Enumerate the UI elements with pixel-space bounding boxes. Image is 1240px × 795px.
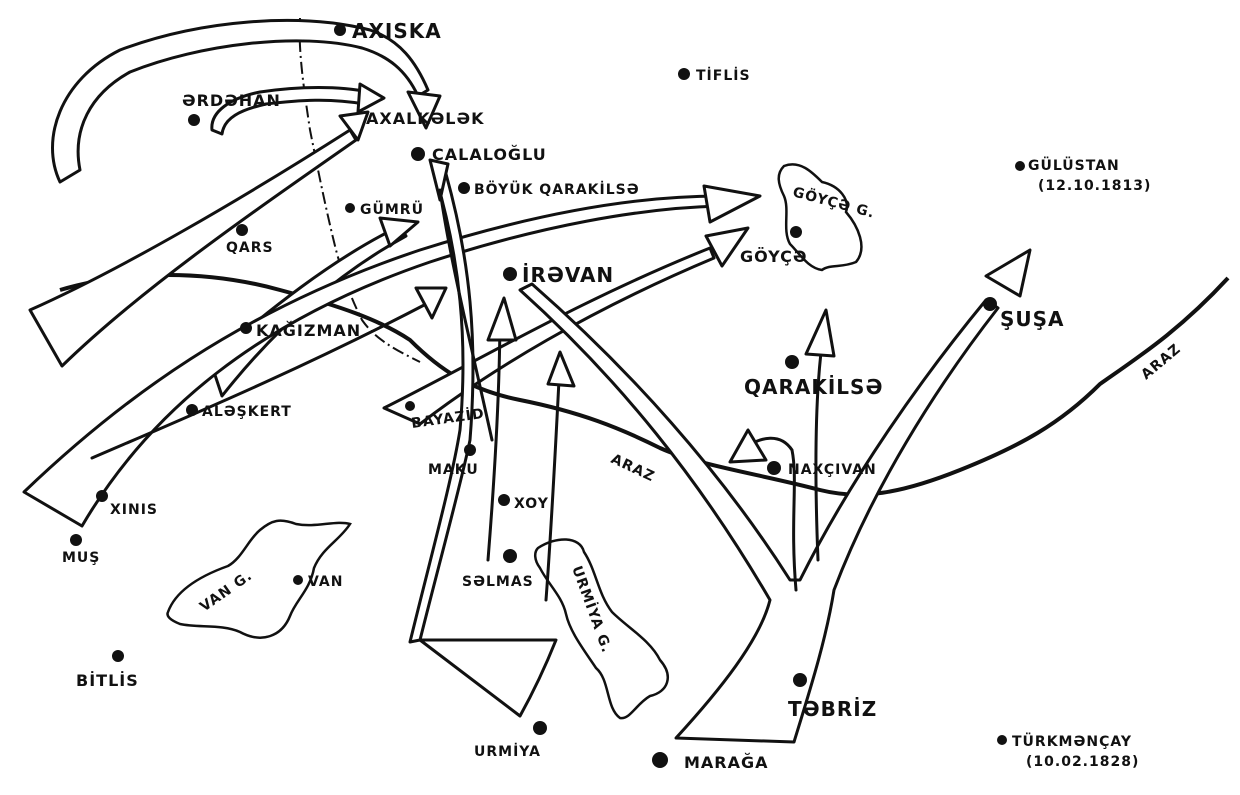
arrow-head: [704, 226, 750, 268]
city-marker-maraga: [652, 752, 668, 768]
label-mus: MUŞ: [62, 550, 100, 566]
arrow-head: [546, 350, 576, 388]
label-axalkelek: AXALKƏLƏK: [366, 109, 484, 128]
city-marker-gumru: [345, 203, 355, 213]
arrow-head: [984, 248, 1032, 298]
city-marker-gulustan: [1015, 161, 1025, 171]
label-naxcivan: NAXÇIVAN: [788, 462, 877, 478]
label-salmas: SƏLMAS: [462, 574, 534, 590]
city-marker-calaloglu: [411, 147, 425, 161]
label-goyce: GÖYÇƏ: [740, 247, 808, 266]
label-qars: QARS: [226, 240, 274, 256]
city-marker-boyuk-qarakilse: [458, 182, 470, 194]
arrow-qarakilse-up: [814, 328, 826, 562]
label-urmiya: URMİYA: [474, 743, 541, 760]
city-marker-mus: [70, 534, 82, 546]
city-marker-goyce: [790, 226, 802, 238]
label-kagizman: KAĞIZMAN: [256, 321, 361, 340]
arrow-qars-axalkelek: [28, 128, 358, 368]
label-qarakilse: QARAKİLSƏ: [744, 375, 883, 399]
arrow-head: [406, 90, 442, 130]
goyce-lake: [777, 163, 863, 272]
label-xoy: XOY: [514, 496, 549, 512]
city-marker-maku: [464, 444, 476, 456]
city-marker-naxcivan: [767, 461, 781, 475]
arrow-head: [702, 184, 762, 224]
city-marker-susa: [983, 297, 997, 311]
arrow-kagizman-gumru: [208, 224, 408, 398]
arrow-head: [804, 308, 836, 358]
label-van: VAN: [308, 574, 343, 590]
label-tiflis: TİFLİS: [696, 67, 751, 84]
city-marker-xinis: [96, 490, 108, 502]
city-marker-axiska: [334, 24, 346, 36]
city-marker-qars: [236, 224, 248, 236]
label-river-araz: ARAZ: [608, 451, 657, 485]
arrow-erdehan-axalkelek: [51, 18, 430, 184]
arrow-tebriz-iravan: [518, 282, 1000, 744]
arrow-head: [356, 82, 386, 114]
arrow-head: [428, 158, 450, 202]
label-aleskert: ALƏŞKERT: [202, 404, 292, 420]
city-marker-tebriz: [793, 673, 807, 687]
city-marker-kagizman: [240, 322, 252, 334]
arrow-head: [378, 216, 420, 248]
label-maraga: MARAĞA: [684, 753, 769, 772]
label-turkmencay-date: (10.02.1828): [1026, 754, 1139, 770]
label-calaloglu: CALALOĞLU: [432, 145, 547, 164]
urmiya-lake: [534, 538, 669, 720]
label-maku: MAKU: [428, 462, 479, 478]
van-lake: [166, 519, 352, 639]
arrow-salmas-maku: [544, 358, 562, 602]
city-marker-iravan: [503, 267, 517, 281]
city-marker-bayazid: [405, 401, 415, 411]
label-iravan: İRƏVAN: [522, 263, 614, 287]
city-marker-bitlis: [112, 650, 124, 662]
label-bitlis: BİTLİS: [76, 671, 139, 690]
arrow-head: [486, 296, 518, 342]
city-marker-turkmencay: [997, 735, 1007, 745]
arrow-aleskert: [90, 300, 432, 460]
label-gulustan: GÜLÜSTAN: [1028, 156, 1120, 174]
city-marker-urmiya: [533, 721, 547, 735]
label-axiska: AXISKA: [352, 19, 442, 43]
city-marker-qarakilse: [785, 355, 799, 369]
label-susa: ŞUŞA: [1000, 307, 1065, 331]
city-marker-aleskert: [186, 404, 198, 416]
arrow-naxcivan-loop: [746, 436, 798, 592]
city-markers: [70, 24, 1025, 768]
arrow-head: [338, 110, 370, 142]
city-marker-van: [293, 575, 303, 585]
arrow-head: [414, 286, 448, 320]
arrow-maku-calaloglu: [438, 188, 494, 442]
label-xinis: XINIS: [110, 502, 158, 518]
label-gulustan-date: (12.10.1813): [1038, 178, 1151, 194]
label-river-araz-east: ARAZ: [1138, 341, 1184, 383]
arrow-head: [728, 428, 768, 464]
label-boyuk-qarakilse: BÖYÜK QARAKİLSƏ: [474, 180, 640, 198]
label-tebriz: TƏBRİZ: [788, 697, 877, 721]
city-marker-erdehan: [188, 114, 200, 126]
label-erdehan: ƏRDƏHAN: [182, 91, 281, 110]
label-gumru: GÜMRÜ: [360, 200, 424, 218]
city-marker-salmas: [503, 549, 517, 563]
city-marker-tiflis: [678, 68, 690, 80]
city-marker-xoy: [498, 494, 510, 506]
label-turkmencay: TÜRKMƏNÇAY: [1012, 732, 1132, 750]
